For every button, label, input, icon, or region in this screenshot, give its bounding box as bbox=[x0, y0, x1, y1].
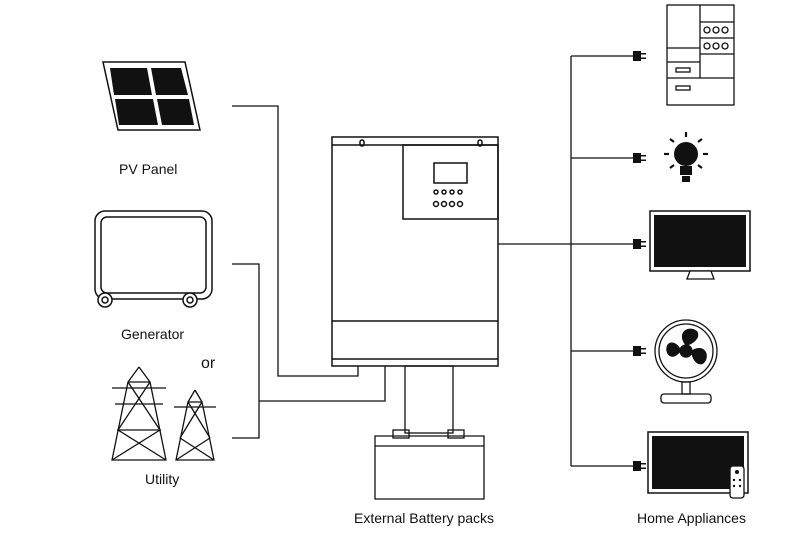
or-label: or bbox=[201, 355, 216, 372]
television-icon bbox=[649, 210, 751, 280]
generator-label: Generator bbox=[121, 326, 185, 342]
grid-connection-line bbox=[259, 366, 386, 402]
refrigerator-icon bbox=[666, 4, 735, 106]
battery-label: External Battery packs bbox=[354, 510, 495, 526]
transmission-tower-icon bbox=[111, 366, 216, 461]
solar-panel-icon bbox=[102, 61, 201, 131]
plug-icon bbox=[633, 51, 646, 471]
light-bulb-icon bbox=[664, 132, 708, 182]
utility-label: Utility bbox=[145, 471, 180, 487]
generator-icon bbox=[94, 210, 213, 308]
pv-panel-label: PV Panel bbox=[119, 161, 178, 177]
inverter-icon bbox=[331, 136, 499, 367]
generator-connection-line bbox=[232, 263, 260, 439]
pv-connection-line bbox=[232, 105, 359, 377]
appliances-label: Home Appliances bbox=[637, 510, 746, 526]
smart-tv-icon bbox=[647, 431, 749, 499]
battery-icon bbox=[374, 365, 485, 500]
fan-icon bbox=[654, 319, 718, 404]
